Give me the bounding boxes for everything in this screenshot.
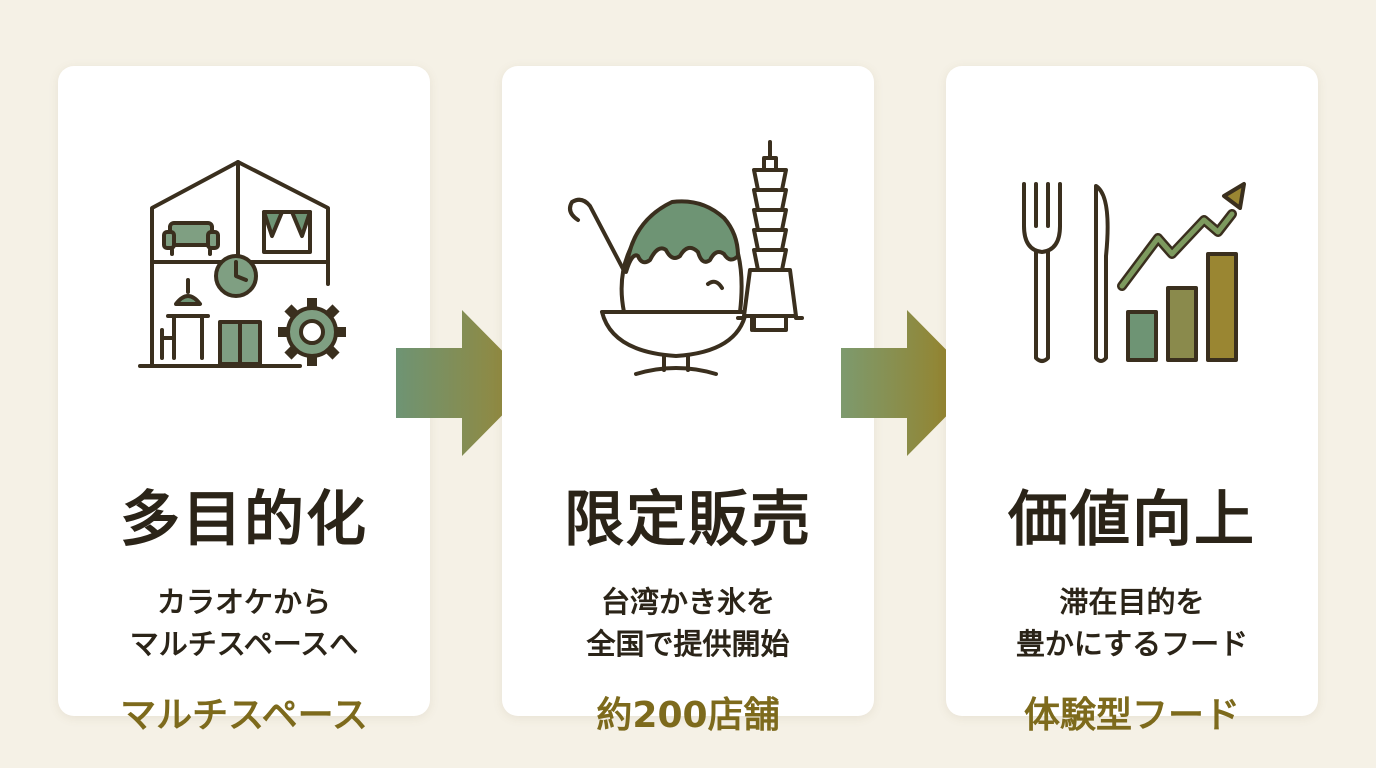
step-description: カラオケから マルチスペースへ: [58, 581, 430, 665]
shaved-ice-taipei-tower-icon: [568, 140, 804, 376]
arrow-right-icon: [841, 310, 979, 456]
step-highlight: マルチスペース: [120, 695, 368, 736]
step-highlight: 体験型フード: [1023, 695, 1240, 736]
step-card-value-up: 価値向上 滞在目的を 豊かにするフード 体験型フード: [946, 66, 1318, 736]
step-description-line: カラオケから: [156, 585, 331, 619]
step-description-line: マルチスペースへ: [129, 627, 359, 661]
step-description-line: 滞在目的を: [1059, 585, 1205, 619]
step-card-multipurpose: 多目的化 カラオケから マルチスペースへ マルチスペース: [58, 66, 430, 736]
step-card-limited-sale: 限定販売 台湾かき氷を 全国で提供開始 約200店舗: [502, 66, 874, 736]
step-description-line: 全国で提供開始: [586, 627, 790, 661]
step-title: 限定販売: [564, 485, 812, 555]
arrow-right-icon: [396, 310, 534, 456]
step-description-line: 台湾かき氷を: [600, 585, 775, 619]
food-growth-chart-icon: [1022, 182, 1246, 363]
step-description: 滞在目的を 豊かにするフード: [946, 581, 1318, 665]
step-highlight: 約200店舗: [596, 695, 780, 736]
step-description: 台湾かき氷を 全国で提供開始: [502, 581, 874, 665]
step-title: 多目的化: [120, 485, 368, 555]
step-description-line: 豊かにするフード: [1015, 627, 1249, 661]
step-title: 価値向上: [1008, 485, 1256, 555]
house-multispace-icon: [138, 160, 346, 368]
